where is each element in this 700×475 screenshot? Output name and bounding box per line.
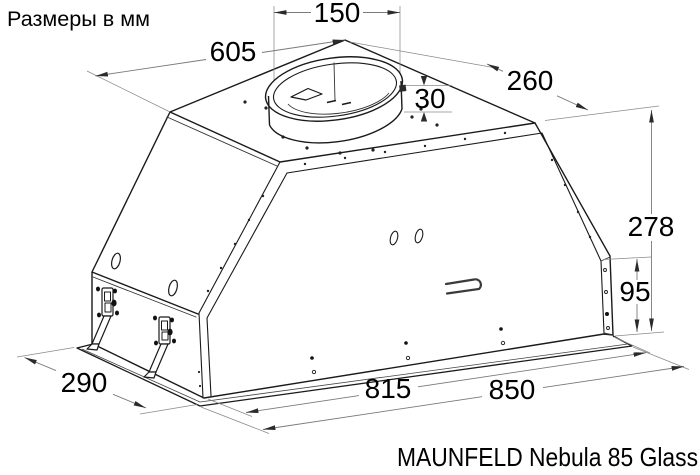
dim-260-label: 260 bbox=[507, 65, 554, 96]
dim-850-label: 850 bbox=[489, 374, 536, 405]
hem-folds bbox=[198, 132, 605, 399]
valve-flap bbox=[290, 87, 323, 101]
body-bottom-edge bbox=[92, 333, 614, 399]
duct-collar bbox=[264, 56, 407, 144]
left-panel bbox=[91, 111, 199, 346]
dim-30-arrows bbox=[420, 76, 428, 122]
right-strip-holes bbox=[603, 268, 610, 330]
dim-815-label: 815 bbox=[365, 373, 412, 404]
dim-605-label: 605 bbox=[210, 36, 257, 67]
page-title: Размеры в мм bbox=[7, 8, 150, 31]
mounting-bracket-left bbox=[86, 286, 119, 351]
dim-150-label: 150 bbox=[314, 0, 361, 28]
bottom-flange bbox=[76, 335, 633, 407]
product-label: MAUNFELD Nebula 85 Glass bbox=[397, 442, 698, 472]
dim-95-label: 95 bbox=[619, 276, 650, 307]
right-edge bbox=[534, 122, 614, 336]
front-face-details bbox=[111, 228, 506, 375]
extension-lines bbox=[16, 6, 690, 434]
dim-290-label: 290 bbox=[61, 367, 108, 398]
dim-30-label: 30 bbox=[414, 83, 445, 114]
handle-slot bbox=[444, 278, 482, 295]
dimension-lines bbox=[24, 10, 685, 431]
thin-folds bbox=[92, 116, 614, 336]
dim-278-label: 278 bbox=[628, 211, 675, 242]
hood-body bbox=[91, 39, 614, 399]
mounting-bracket-right bbox=[143, 315, 176, 379]
